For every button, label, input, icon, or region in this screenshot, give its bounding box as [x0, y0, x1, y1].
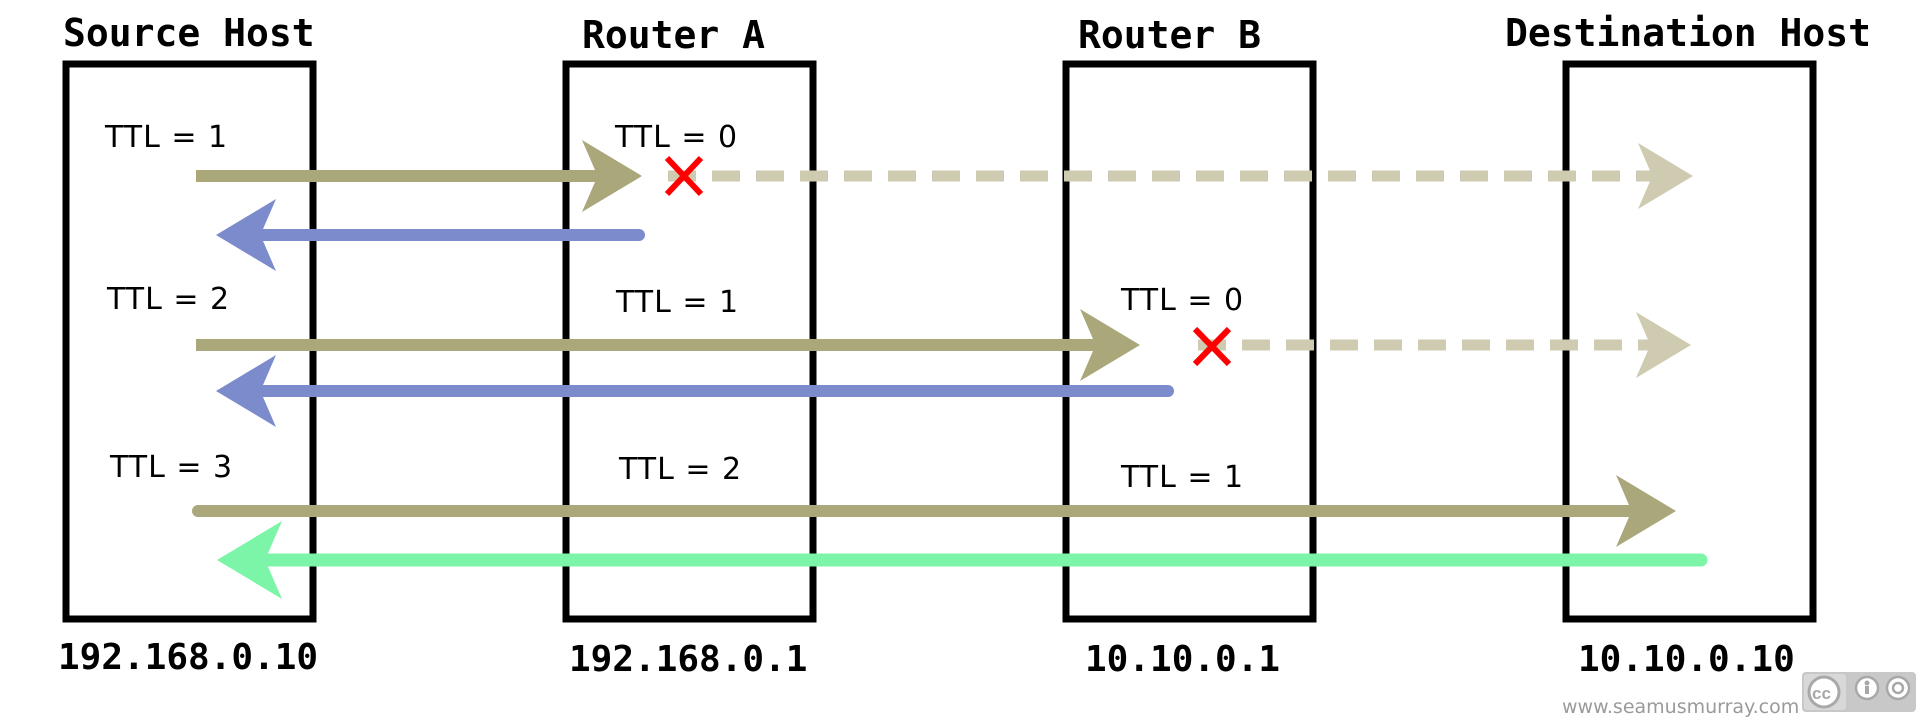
round1-ttl-source: TTL = 1 — [104, 120, 228, 155]
round2-ttl-router-b: TTL = 0 — [1120, 283, 1244, 318]
round3-ttl-router-b: TTL = 1 — [1120, 460, 1244, 495]
destination-host-ip: 10.10.0.10 — [1578, 639, 1795, 680]
round3-ttl-router-a: TTL = 2 — [618, 452, 742, 487]
round2-drop-x-icon — [1192, 326, 1232, 367]
round2-ttl-router-a: TTL = 1 — [615, 285, 739, 320]
destination-host-title: Destination Host — [1505, 11, 1871, 55]
cc-by-sa-badge-icon: cc — [1802, 672, 1916, 712]
credit-text: www.seamusmurray.com — [1562, 696, 1799, 718]
router-b-title: Router B — [1078, 13, 1261, 57]
router-a-ip: 192.168.0.1 — [569, 639, 807, 680]
router-a-title: Router A — [582, 13, 765, 57]
round1-ttl-router-a: TTL = 0 — [614, 120, 738, 155]
round3-ttl-source: TTL = 3 — [109, 450, 233, 485]
router-b-ip: 10.10.0.1 — [1085, 639, 1280, 680]
source-host-title: Source Host — [63, 11, 315, 55]
round2-ttl-source: TTL = 2 — [106, 282, 230, 317]
svg-text:cc: cc — [1812, 684, 1831, 703]
source-host-ip: 192.168.0.10 — [58, 637, 318, 678]
round1-drop-x-icon — [664, 155, 704, 197]
